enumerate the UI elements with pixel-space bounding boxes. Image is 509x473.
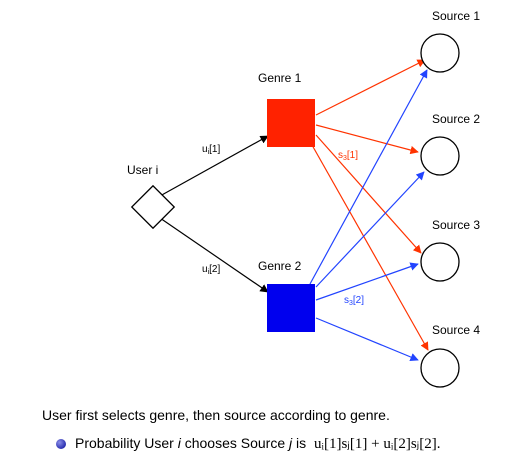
bullet-text: Probability User i chooses Source j is u… bbox=[75, 435, 441, 452]
edge-genre2-source2 bbox=[315, 171, 425, 288]
edge-genre1-source2 bbox=[315, 124, 419, 155]
source1-node bbox=[420, 33, 460, 73]
genre2-label: Genre 2 bbox=[258, 259, 302, 273]
edge-genre2-source4 bbox=[315, 317, 419, 362]
edge-genre1-source4 bbox=[311, 144, 429, 351]
edge-label-s31: s3[1] bbox=[338, 150, 358, 162]
genre2-node bbox=[267, 284, 315, 332]
probability-formula: uᵢ[1]sⱼ[1] + uᵢ[2]sⱼ[2]. bbox=[314, 436, 441, 452]
user-label: User i bbox=[127, 163, 158, 177]
genre1-node bbox=[267, 99, 315, 147]
edge-genre1-source3 bbox=[315, 134, 422, 254]
edge-user-genre2 bbox=[159, 217, 269, 293]
source1-label: Source 1 bbox=[432, 9, 480, 23]
user-genre-source-diagram: User i Genre 1 Genre 2 Source 1 Source 2… bbox=[127, 9, 480, 388]
edge-genre2-source1 bbox=[309, 69, 428, 285]
source4-node bbox=[420, 348, 460, 388]
edge-label-ui2: ui[2] bbox=[202, 264, 220, 276]
genre1-label: Genre 1 bbox=[258, 71, 302, 85]
source2-node bbox=[420, 136, 460, 176]
edge-genre1-source1 bbox=[315, 59, 426, 116]
caption-text: User first selects genre, then source ac… bbox=[42, 407, 390, 423]
edge-user-genre1 bbox=[159, 135, 269, 197]
bullet-item: Probability User i chooses Source j is u… bbox=[56, 434, 441, 453]
edge-label-s32: s3[2] bbox=[344, 295, 364, 307]
edge-label-ui1: ui[1] bbox=[202, 144, 220, 156]
user-node bbox=[130, 184, 176, 230]
source4-label: Source 4 bbox=[432, 323, 480, 337]
source2-label: Source 2 bbox=[432, 112, 480, 126]
bullet-icon bbox=[56, 438, 66, 449]
source3-label: Source 3 bbox=[432, 218, 480, 232]
edge-genre2-source3 bbox=[315, 262, 419, 301]
source3-node bbox=[420, 242, 460, 282]
